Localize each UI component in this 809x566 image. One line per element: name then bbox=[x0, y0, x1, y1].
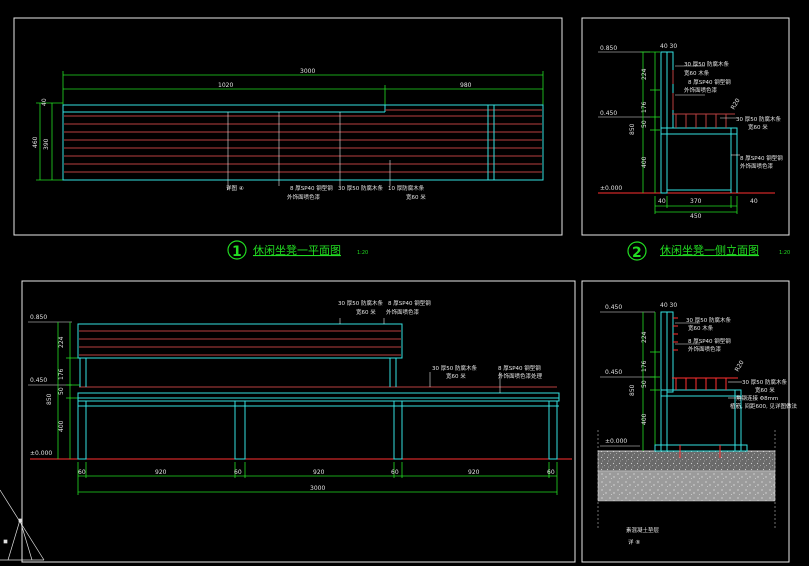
side-elev-1: 0.850 bbox=[600, 45, 617, 52]
side-dim-r: R20 bbox=[730, 97, 742, 111]
front-label-1b: 宽60 米 bbox=[356, 308, 376, 316]
plan-title-text: 休闲坐凳一平面图 bbox=[253, 243, 341, 257]
side-elevation-view: 0.850 0.450 ±0.000 224 176 50 400 850 40… bbox=[581, 17, 790, 236]
section-dim-top: 40 30 bbox=[660, 302, 677, 309]
front-dim-total-width: 3000 bbox=[310, 485, 325, 492]
front-elev-2: 0.450 bbox=[30, 377, 47, 384]
section-label-2: 8 厚SP40 钢型钢 bbox=[688, 337, 731, 345]
plan-label-3b: 宽60 米 bbox=[406, 193, 426, 201]
plan-label-3: 10 厚防腐木条 bbox=[388, 184, 425, 192]
side-dim-v3: 50 bbox=[641, 120, 648, 128]
front-dim-s5: 60 bbox=[391, 469, 399, 476]
side-title-scale: 1:20 bbox=[779, 250, 790, 256]
section-frame bbox=[581, 280, 790, 563]
side-dim-b3: 40 bbox=[750, 198, 758, 205]
front-dim-s1: 60 bbox=[78, 469, 86, 476]
front-elevation-view: 0.850 0.450 ±0.000 224 176 50 400 850 bbox=[21, 280, 576, 563]
side-title-text: 休闲坐凳一侧立面图 bbox=[660, 243, 759, 257]
front-label-4b: 外饰面喷色漆处理 bbox=[498, 372, 543, 380]
section-dim-r: R20 bbox=[734, 359, 746, 373]
plan-title: 1 休闲坐凳一平面图 1:20 bbox=[227, 240, 368, 260]
side-dim-total: 850 bbox=[629, 123, 636, 135]
side-dim-btotal: 450 bbox=[690, 213, 702, 220]
side-label-3: 30 厚50 防腐木条 bbox=[736, 115, 781, 123]
side-label-4: 8 厚SP40 钢型钢 bbox=[740, 154, 783, 162]
section-label-4b: 植筋, 间距600, 见详图做法 bbox=[730, 402, 797, 410]
side-label-1: 30 厚50 防腐木条 bbox=[684, 60, 729, 68]
front-dim-s3: 60 bbox=[234, 469, 242, 476]
front-dim-v3: 50 bbox=[58, 387, 65, 395]
section-dim-v4: 400 bbox=[641, 413, 648, 425]
plan-dim-left: 1020 bbox=[218, 82, 233, 89]
section-dim-v2: 176 bbox=[641, 360, 648, 372]
section-label-3: 30 厚50 防腐木条 bbox=[742, 378, 787, 386]
plan-view: 3000 1020 980 40 390 460 bbox=[13, 17, 563, 236]
side-elev-3: ±0.000 bbox=[600, 185, 622, 192]
front-dim-v4: 400 bbox=[58, 420, 65, 432]
plan-label-1b: 外饰面喷色漆 bbox=[287, 193, 321, 201]
section-dim-total: 850 bbox=[629, 384, 636, 396]
front-dim-s2: 920 bbox=[155, 469, 167, 476]
side-label-3b: 宽60 米 bbox=[748, 123, 768, 131]
plan-frame bbox=[13, 17, 563, 236]
front-dim-s6: 920 bbox=[468, 469, 480, 476]
side-elev-2: 0.450 bbox=[600, 110, 617, 117]
front-label-1: 30 厚50 防腐木条 bbox=[338, 299, 383, 307]
side-dim-b2: 370 bbox=[690, 198, 702, 205]
plan-detail-label: 详图 ④ bbox=[226, 184, 244, 192]
side-title-number: 2 bbox=[632, 245, 642, 261]
front-label-3: 30 厚50 防腐木条 bbox=[432, 364, 477, 372]
plan-title-number: 1 bbox=[232, 244, 242, 260]
side-frame bbox=[581, 17, 790, 236]
plan-dim-h-total: 460 bbox=[32, 136, 39, 148]
side-label-2: 8 厚SP40 钢型钢 bbox=[688, 78, 731, 86]
front-dim-s7: 60 bbox=[547, 469, 555, 476]
front-dim-v1: 224 bbox=[58, 336, 65, 348]
section-elev-2: 0.450 bbox=[605, 369, 622, 376]
front-frame bbox=[21, 280, 576, 563]
front-dim-v2: 176 bbox=[58, 368, 65, 380]
side-label-1b: 宽60 木条 bbox=[684, 69, 710, 77]
side-label-2b: 外饰面喷色漆 bbox=[684, 86, 718, 94]
plan-dim-h1: 40 bbox=[41, 98, 48, 106]
plan-title-scale: 1:20 bbox=[357, 250, 368, 256]
plan-dim-h2: 390 bbox=[43, 138, 50, 150]
side-dim-b1: 40 bbox=[658, 198, 666, 205]
side-dim-v1: 224 bbox=[641, 68, 648, 80]
section-foot-label-2: 详 ⑧ bbox=[628, 538, 640, 546]
side-dim-top: 40 30 bbox=[660, 43, 677, 50]
section-foot-label: 素混凝土垫层 bbox=[626, 526, 660, 534]
side-dim-v2: 176 bbox=[641, 101, 648, 113]
side-label-4b: 外饰面喷色漆 bbox=[740, 162, 774, 170]
front-elev-1: 0.850 bbox=[30, 314, 47, 321]
plan-dim-total: 3000 bbox=[300, 68, 315, 75]
section-dim-v1: 224 bbox=[641, 331, 648, 343]
front-label-4: 8 厚SP40 钢型钢 bbox=[498, 364, 541, 372]
plan-label-1: 8 厚SP40 钢型钢 bbox=[290, 184, 333, 192]
front-dim-s4: 920 bbox=[313, 469, 325, 476]
section-label-2b: 外饰面喷色漆 bbox=[688, 345, 722, 353]
ucs-icon bbox=[0, 489, 45, 561]
section-elev-1: 0.450 bbox=[605, 304, 622, 311]
plan-dim-right: 980 bbox=[460, 82, 472, 89]
section-label-4: 角钢连接 Φ8mm bbox=[736, 394, 778, 402]
plan-label-2: 30 厚50 防腐木条 bbox=[338, 184, 383, 192]
front-label-2: 8 厚SP40 钢型钢 bbox=[388, 299, 431, 307]
section-label-3b: 宽60 米 bbox=[755, 386, 775, 394]
section-label-1b: 宽60 木条 bbox=[688, 324, 714, 332]
section-view: 0.450 0.450 ±0.000 40 30 224 176 50 400 … bbox=[581, 280, 797, 563]
section-elev-3: ±0.000 bbox=[605, 438, 627, 445]
front-label-3b: 宽60 米 bbox=[446, 372, 466, 380]
front-elev-3: ±0.000 bbox=[30, 450, 52, 457]
side-dim-v4: 400 bbox=[641, 156, 648, 168]
side-title: 2 休闲坐凳一侧立面图 1:20 bbox=[627, 241, 790, 261]
section-label-1: 30 厚50 防腐木条 bbox=[686, 316, 731, 324]
front-label-2b: 外饰面喷色漆 bbox=[386, 308, 420, 316]
section-dim-v3: 50 bbox=[641, 380, 648, 388]
front-dim-total: 850 bbox=[46, 393, 53, 405]
